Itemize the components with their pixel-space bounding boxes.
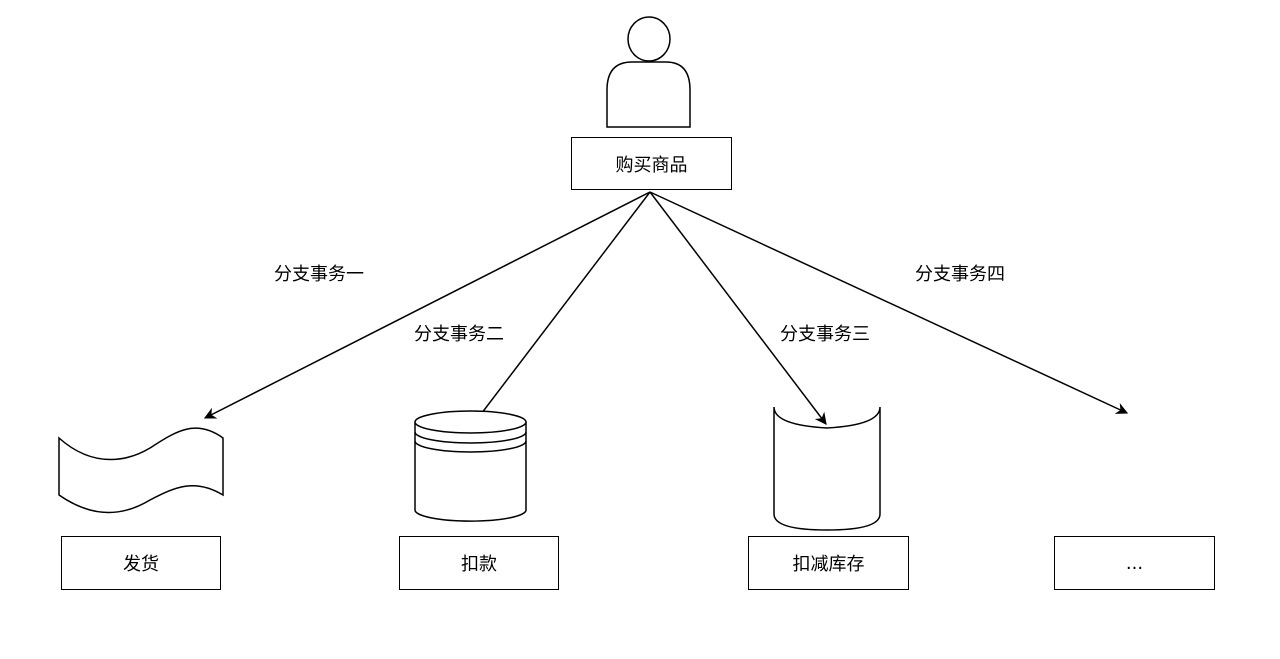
branch-node-payment: 扣款 [399, 536, 559, 590]
edge-label-2: 分支事务二 [414, 324, 504, 345]
storage-cylinder-icon [773, 406, 881, 531]
edge-arrows [203, 191, 1129, 425]
branch-node-label: 扣款 [461, 554, 497, 575]
root-node-box: 购买商品 [571, 137, 732, 190]
edge-label-3: 分支事务三 [780, 324, 870, 345]
branch-node-ship: 发货 [61, 536, 221, 590]
branch-node-inventory: 扣减库存 [748, 536, 909, 590]
root-node-label: 购买商品 [615, 154, 688, 176]
database-icon [414, 410, 527, 522]
user-icon [606, 16, 691, 128]
edge-arrow-2 [474, 191, 651, 423]
branch-node-label: 发货 [123, 554, 159, 575]
document-tape-icon [58, 427, 224, 514]
edge-arrow-1 [203, 191, 651, 419]
branch-node-label: ... [1125, 552, 1144, 574]
edge-arrow-4 [649, 191, 1129, 414]
branch-node-more: ... [1054, 536, 1215, 590]
edge-label-1: 分支事务一 [274, 264, 364, 285]
edge-label-4: 分支事务四 [915, 264, 1005, 285]
edge-arrow-3 [649, 191, 827, 425]
branch-node-label: 扣减库存 [792, 554, 865, 575]
